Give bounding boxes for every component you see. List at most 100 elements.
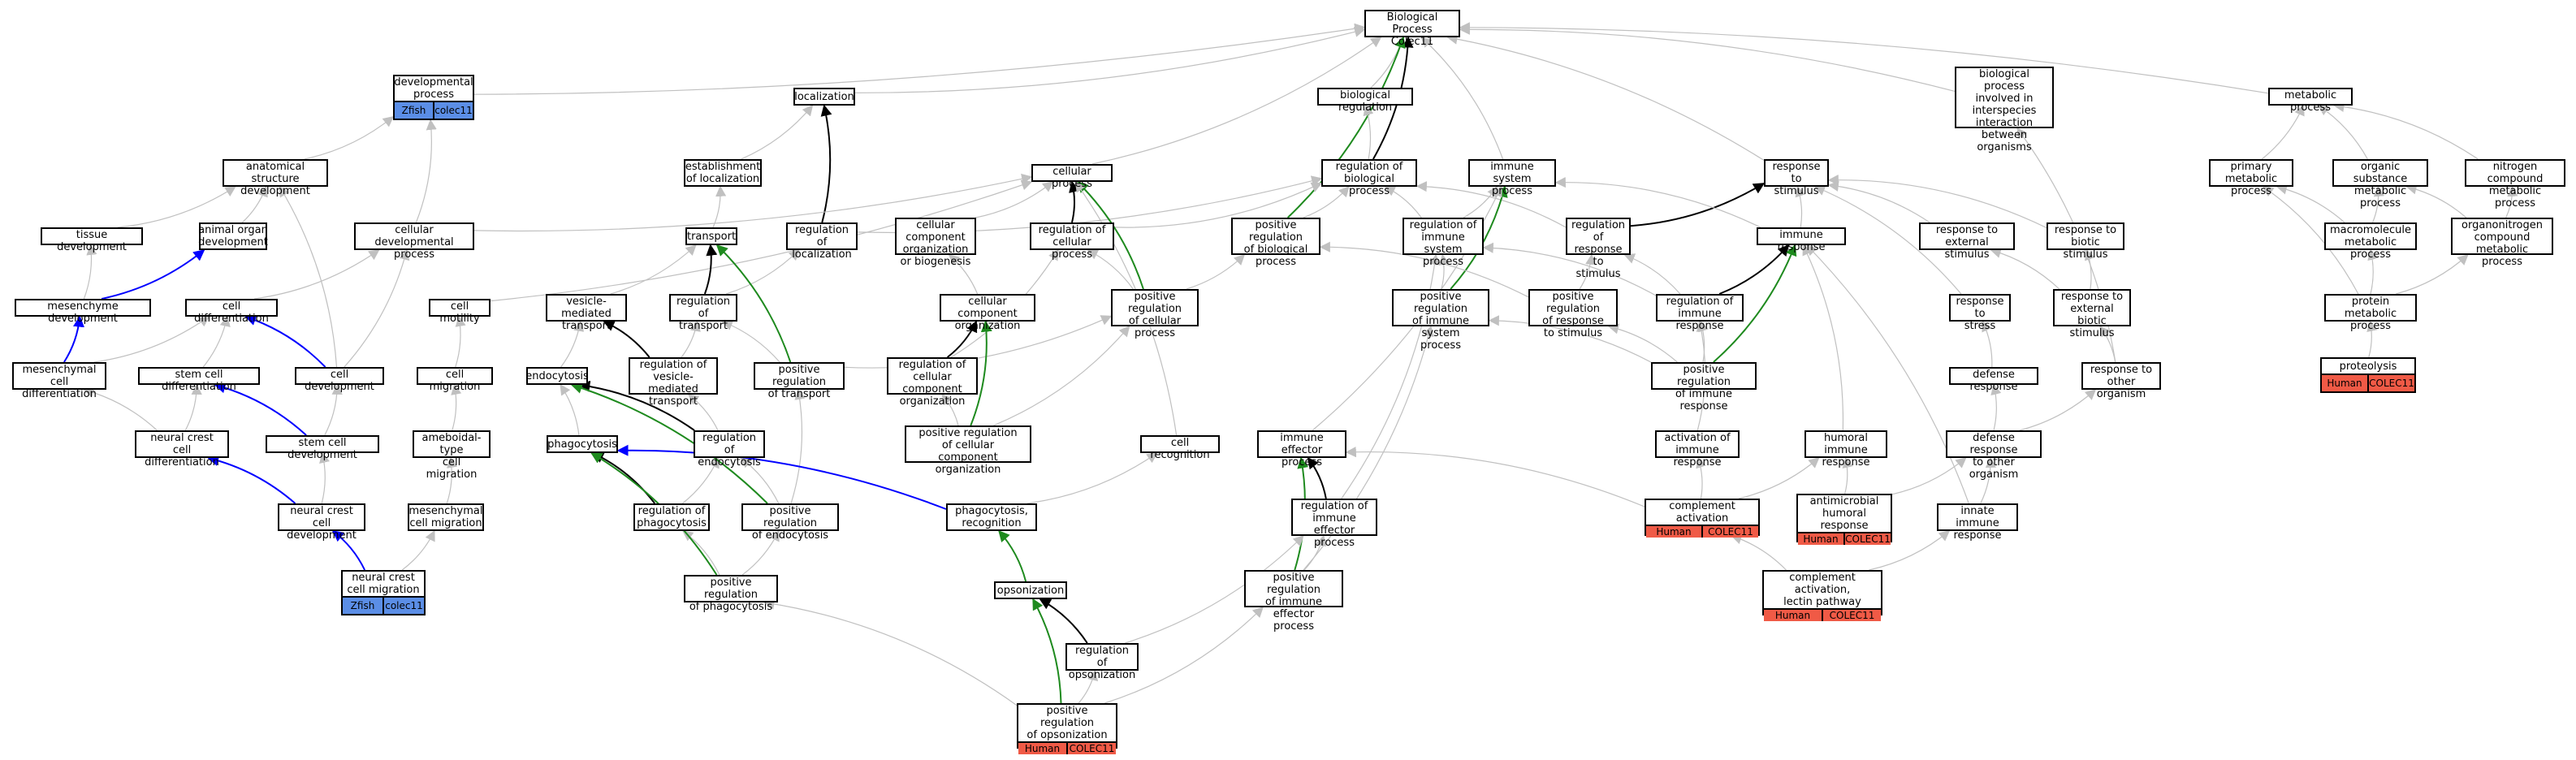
node-vesic[interactable]: vesicle-mediated transport (546, 294, 627, 332)
node-defense[interactable]: defense response (1949, 367, 2038, 393)
node-posregresp[interactable]: positive regulation of response to stimu… (1528, 289, 1618, 339)
node-posregcell[interactable]: positive regulation of cellular process (1111, 289, 1199, 339)
node-label: cell development (305, 369, 374, 393)
node-regimmresp[interactable]: regulation of immune response (1656, 294, 1744, 332)
node-ccob[interactable]: cellular component organization or bioge… (895, 218, 976, 268)
node-bioreg[interactable]: biological regulation (1317, 88, 1413, 114)
node-posregphago[interactable]: positive regulation of phagocytosis (684, 575, 778, 613)
node-regopson[interactable]: regulation of opsonization (1065, 643, 1139, 681)
node-nitro[interactable]: nitrogen compound metabolic process (2465, 159, 2565, 209)
node-resp[interactable]: response to stimulus (1764, 159, 1829, 197)
node-innate[interactable]: innate immune response (1937, 503, 2018, 542)
node-respextbio[interactable]: response to external biotic stimulus (2053, 289, 2131, 339)
node-posregimmresp[interactable]: positive regulation of immune response (1651, 362, 1757, 412)
node-celldev[interactable]: cellular developmental process (354, 222, 474, 261)
node-immresp[interactable]: immune response (1757, 227, 1846, 253)
node-posregtrans[interactable]: positive regulation of transport (754, 362, 845, 400)
node-regimmeff[interactable]: regulation of immune effector process (1291, 499, 1377, 549)
edge-protmet-to-organonitro (2396, 254, 2469, 295)
edge-posregimmeff-to-posregimmsys (1303, 325, 1434, 571)
node-posregendo[interactable]: positive regulation of endocytosis (741, 503, 839, 542)
node-posregimmsys[interactable]: positive regulation of immune system pro… (1392, 289, 1489, 352)
node-bp[interactable]: Biological Process Colec11 (1364, 10, 1460, 48)
node-label: positive regulation of immune response (1675, 364, 1733, 412)
node-anat[interactable]: anatomical structure development (223, 159, 328, 197)
node-regcell[interactable]: regulation of cellular process (1030, 222, 1114, 261)
node-label: response to external biotic stimulus (2060, 291, 2124, 339)
node-cco[interactable]: cellular component organization (940, 294, 1035, 332)
node-immsys[interactable]: immune system process (1468, 159, 1556, 197)
node-mesmig[interactable]: mesenchymal cell migration (408, 503, 484, 531)
node-mesdiff[interactable]: mesenchymal cell differentiation (12, 362, 106, 400)
edge-posregtrans-to-regtrans (721, 320, 780, 363)
node-stemdiff[interactable]: stem cell differentiation (138, 367, 260, 393)
node-regphago[interactable]: regulation of phagocytosis (633, 503, 710, 531)
node-respbio[interactable]: response to biotic stimulus (2047, 222, 2124, 261)
node-posregimmeff[interactable]: positive regulation of immune effector p… (1244, 570, 1343, 633)
node-regvesic[interactable]: regulation of vesicle-mediated transport (629, 357, 718, 408)
node-regbio[interactable]: regulation of biological process (1321, 159, 1417, 197)
node-humoral[interactable]: humoral immune response (1804, 430, 1887, 469)
node-cellrec[interactable]: cell recognition (1140, 435, 1220, 461)
edge-regvesic-to-regtrans (681, 320, 701, 358)
node-transport[interactable]: transport (685, 227, 737, 245)
node-opson[interactable]: opsonization (994, 581, 1067, 599)
node-regloc[interactable]: regulation of localization (786, 222, 858, 261)
node-motility[interactable]: cell motility (429, 299, 491, 325)
node-amoeb[interactable]: ameboidal-type cell migration (413, 430, 491, 481)
node-phago[interactable]: phagocytosis (547, 435, 618, 453)
node-label: mesenchyme development (47, 300, 119, 325)
edge-mesdiff-to-celldiff (93, 316, 210, 363)
edge-posregtrans-to-transport (715, 244, 792, 363)
edge-posregcell-to-regcell (1087, 249, 1134, 290)
node-stemdev[interactable]: stem cell development (266, 435, 379, 461)
node-primmet[interactable]: primary metabolic process (2209, 159, 2293, 197)
node-label: regulation of immune effector process (1300, 500, 1368, 549)
node-interspecies[interactable]: biological process involved in interspec… (1955, 67, 2054, 153)
node-celldevel[interactable]: cell development (295, 367, 384, 393)
node-actimm[interactable]: activation of immune response (1655, 430, 1740, 469)
edge-posregphago-to-posregendo (741, 529, 780, 576)
node-orgsub[interactable]: organic substance metabolic process (2332, 159, 2428, 209)
node-regtrans[interactable]: regulation of transport (669, 294, 737, 332)
edge-amoeb-to-cellmig (451, 383, 462, 431)
node-posregcco[interactable]: positive regulation of cellular componen… (905, 425, 1031, 476)
node-celldiff[interactable]: cell differentiation (185, 299, 278, 325)
node-metab[interactable]: metabolic process (2268, 88, 2353, 114)
node-resptostress[interactable]: response to stress (1949, 294, 2011, 332)
node-phagorec[interactable]: phagocytosis, recognition (946, 503, 1037, 531)
node-ncdiff[interactable]: neural crest cell differentiation (135, 430, 229, 469)
node-regimmsys[interactable]: regulation of immune system process (1403, 218, 1484, 268)
node-loc[interactable]: localization (793, 88, 855, 106)
node-cellproc[interactable]: cellular process (1031, 164, 1113, 190)
node-posregbio[interactable]: positive regulation of biological proces… (1231, 218, 1320, 268)
node-endo[interactable]: endocytosis (525, 367, 589, 385)
node-ncdev[interactable]: neural crest cell development (278, 503, 365, 542)
node-label: immune effector process (1280, 432, 1324, 469)
gene-label: COLEC11 (1701, 526, 1758, 538)
node-regresp[interactable]: regulation of response to stimulus (1566, 218, 1631, 280)
node-organonitro[interactable]: organonitrogen compound metabolic proces… (2451, 218, 2553, 268)
node-estloc[interactable]: establishment of localization (684, 159, 762, 187)
node-mesdev[interactable]: mesenchyme development (15, 299, 151, 325)
node-defother[interactable]: defense response to other organism (1946, 430, 2042, 481)
node-macro[interactable]: macromolecule metabolic process (2324, 222, 2417, 261)
edge-innate-to-immresp (1805, 244, 1969, 504)
node-cellmig[interactable]: cell migration (417, 367, 493, 393)
node-tissue[interactable]: tissue development (41, 227, 143, 253)
node-respext[interactable]: response to external stimulus (1919, 222, 2015, 261)
node-resporg[interactable]: response to other organism (2081, 362, 2161, 400)
node-protmet[interactable]: protein metabolic process (2324, 294, 2417, 332)
node-label: defense response to other organism (1969, 432, 2019, 481)
node-organ[interactable]: animal organ development (198, 222, 268, 250)
node-immeff[interactable]: immune effector process (1257, 430, 1346, 469)
node-regendo[interactable]: regulation of endocytosis (694, 430, 765, 469)
node-regcco[interactable]: regulation of cellular component organiz… (887, 357, 978, 408)
